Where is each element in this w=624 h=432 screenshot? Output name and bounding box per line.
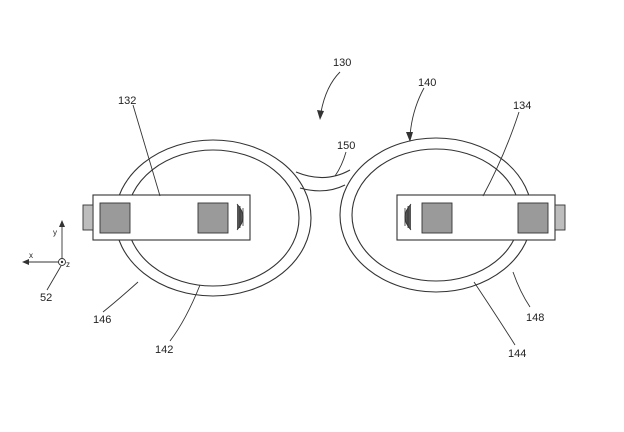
ref-134: 134 [513,100,531,112]
ref-130: 130 [333,57,351,69]
x-arrowhead [22,259,29,265]
left-outer-sensor [99,202,131,234]
right-end-cap [554,204,566,231]
y-arrowhead [59,220,65,227]
leader-130 [320,71,341,113]
right-outer-sensor [517,202,549,234]
coordinate-system: y x z [22,220,70,291]
leader-134 [482,111,520,197]
right-display-module [396,194,566,241]
leader-146 [102,281,139,313]
leader-132 [132,104,161,197]
arrowhead-130 [317,110,324,120]
ref-52: 52 [40,292,52,304]
bridge [295,169,351,192]
ref-148: 148 [526,312,544,324]
leader-148 [512,271,531,308]
ref-142: 142 [155,344,173,356]
leader-144 [473,281,516,346]
axis-label-z: z [66,260,70,269]
left-end-cap [82,204,94,231]
leader-52 [46,265,62,291]
ref-140: 140 [418,77,436,89]
left-lens-element [236,203,244,231]
left-inner-sensor [197,202,229,234]
ref-150: 150 [337,140,355,152]
leader-lines [102,71,531,346]
leader-142 [169,284,201,342]
right-inner-sensor [421,202,453,234]
left-display-module [82,194,251,241]
axis-label-y: y [53,228,57,237]
ref-144: 144 [508,348,526,360]
right-lens-element [404,203,412,231]
axis-label-x: x [29,251,33,260]
ref-132: 132 [118,95,136,107]
ref-146: 146 [93,314,111,326]
leader-140 [409,87,425,137]
leader-150 [334,151,347,177]
reference-numerals: 130 140 132 134 150 52 146 148 142 144 [40,57,544,360]
arrowhead-140 [406,132,413,142]
